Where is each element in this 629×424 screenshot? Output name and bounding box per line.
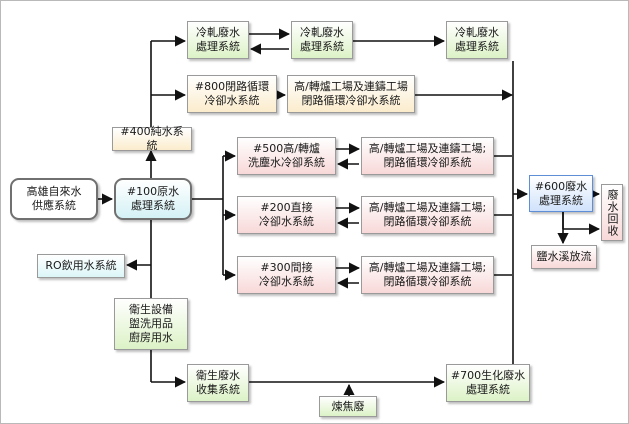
node-sanitary-use: 衛生設備 盥洗用品 廚房用水 xyxy=(114,298,188,350)
node-indirect-300: #300間接冷卻水系統 xyxy=(237,256,336,294)
node-bio-700: #700生化廢水處理系統 xyxy=(446,364,530,402)
node-coking: 煉焦廢 xyxy=(319,396,377,417)
node-kaohsiung-supply: 高雄自來水供應系統 xyxy=(10,178,98,220)
node-furnace-loop-a: 高/轉爐工場及連鑄工場;閉路循環冷卻系統 xyxy=(361,137,494,175)
node-brine-discharge: 鹽水溪放流 xyxy=(531,245,597,269)
node-furnace-loop-c: 高/轉爐工場及連鑄工場;閉路循環冷卻系統 xyxy=(361,256,494,294)
node-cold-rolling-3: 冷軋廢水處理系統 xyxy=(446,21,508,59)
node-furnace-wash-500: #500高/轉爐洗塵水冷卻系統 xyxy=(237,137,336,175)
node-closed-loop-800: #800閉路循環冷卻水系統 xyxy=(187,75,277,113)
node-cold-rolling-1: 冷軋廢水處理系統 xyxy=(187,21,249,59)
node-furnace-loop-b: 高/轉爐工場及連鑄工場;閉路循環冷卻系統 xyxy=(361,196,494,234)
node-wastewater-600: #600廢水處理系統 xyxy=(529,175,593,212)
node-ro-drinking: RO飲用水系統 xyxy=(37,254,125,278)
node-furnace-closed-loop: 高/轉爐工場及連鑄工場閉路循環冷卻水系統 xyxy=(287,75,415,113)
node-cold-rolling-2: 冷軋廢水處理系統 xyxy=(291,21,353,59)
node-pure-water-400: #400純水系統 xyxy=(112,125,192,152)
node-sanitary-collection: 衛生廢水收集系統 xyxy=(187,364,249,402)
node-waste-recovery: 廢水回收 xyxy=(601,184,623,241)
node-direct-200: #200直接冷卻水系統 xyxy=(237,196,336,234)
node-raw-water-100: #100原水處理系統 xyxy=(114,178,192,220)
